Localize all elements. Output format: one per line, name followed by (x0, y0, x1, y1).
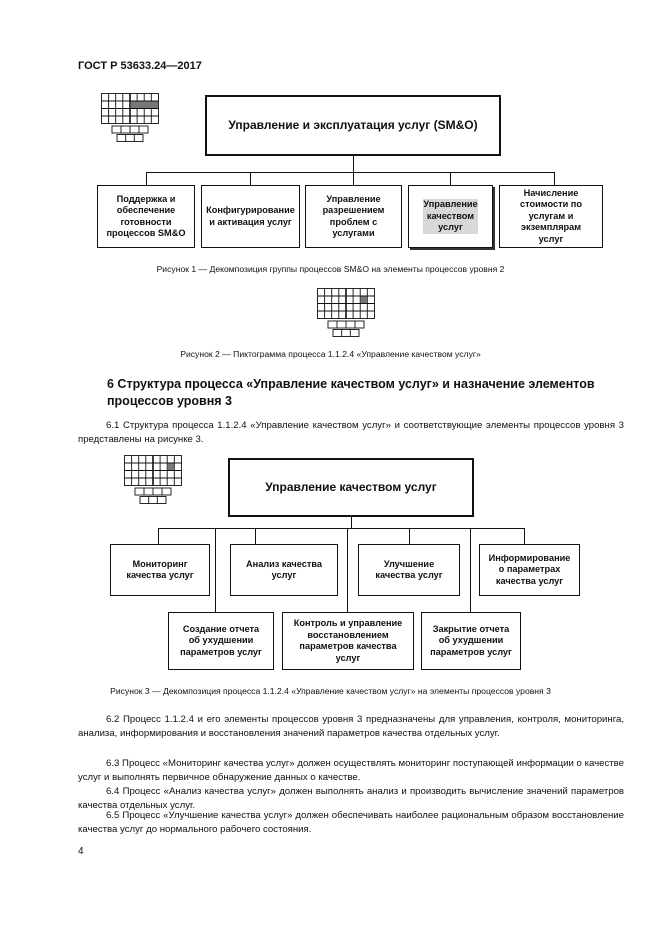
connector-line (554, 172, 555, 185)
connector-line (353, 156, 354, 172)
connector-line (146, 172, 147, 185)
paragraph-6-3: 6.3 Процесс «Мониторинг качества услуг» … (78, 757, 624, 786)
section-heading: 6 Структура процесса «Управление качеств… (107, 377, 595, 408)
connector-line (450, 172, 451, 185)
paragraph-text: 6.1 Структура процесса 1.1.2.4 «Управлен… (78, 420, 624, 446)
fig3-row1-box: Мониторинг качества услуг (110, 544, 210, 596)
paragraph-text: 6.3 Процесс «Мониторинг качества услуг» … (78, 758, 624, 784)
connector-line (353, 172, 354, 185)
fig1-child-box: Поддержка и обеспечение готовности проце… (97, 185, 195, 248)
paragraph-6-2: 6.2 Процесс 1.1.2.4 и его элементы проце… (78, 713, 624, 742)
fig3-row1-box: Анализ качества услуг (230, 544, 338, 596)
connector-line (215, 528, 216, 612)
fig3-row2-box: Закрытие отчета об ухудшении параметров … (421, 612, 521, 670)
connector-line (524, 528, 525, 544)
fig3-row1-box: Улучшение качества услуг (358, 544, 460, 596)
paragraph-text: 6.4 Процесс «Анализ качества услуг» долж… (78, 786, 624, 812)
fig3-row2-box: Контроль и управление восстановлением па… (282, 612, 414, 670)
fig1-child-label: Управление качеством услуг (423, 199, 478, 234)
connector-line (351, 517, 352, 528)
connector-line (158, 528, 159, 544)
process-pictogram-icon (124, 455, 182, 505)
paragraph-text: 6.2 Процесс 1.1.2.4 и его элементы проце… (78, 714, 624, 740)
page-number: 4 (78, 846, 84, 857)
fig1-child-box: Управление разрешением проблем с услугам… (305, 185, 402, 248)
process-pictogram-icon (101, 93, 159, 143)
fig1-top-box: Управление и эксплуатация услуг (SM&O) (205, 95, 501, 156)
figure1-caption: Рисунок 1 — Декомпозиция группы процессо… (156, 264, 505, 274)
paragraph-text: 6.5 Процесс «Улучшение качества услуг» д… (78, 810, 624, 836)
fig3-row2-box: Создание отчета об ухудшении параметров … (168, 612, 274, 670)
fig1-child-box-highlighted: Управление качеством услуг (408, 185, 493, 248)
process-pictogram-icon (317, 288, 375, 338)
paragraph-6-1: 6.1 Структура процесса 1.1.2.4 «Управлен… (78, 419, 624, 448)
connector-line (158, 528, 524, 529)
connector-line (470, 528, 471, 612)
fig3-row1-box: Информирование о параметрах качества усл… (479, 544, 580, 596)
connector-line (255, 528, 256, 544)
paragraph-6-4: 6.4 Процесс «Анализ качества услуг» долж… (78, 785, 624, 814)
fig1-child-box: Начисление стоимости по услугам и экземп… (499, 185, 603, 248)
connector-line (409, 528, 410, 544)
paragraph-6-5: 6.5 Процесс «Улучшение качества услуг» д… (78, 809, 624, 838)
figure3-caption: Рисунок 3 — Декомпозиция процесса 1.1.2.… (110, 686, 551, 696)
document-header: ГОСТ Р 53633.24—2017 (78, 60, 202, 72)
connector-line (347, 528, 348, 612)
connector-line (250, 172, 251, 185)
fig1-child-box: Конфигурирование и активация услуг (201, 185, 300, 248)
fig3-top-box: Управление качеством услуг (228, 458, 474, 517)
figure2-caption: Рисунок 2 — Пиктограмма процесса 1.1.2.4… (180, 349, 481, 359)
connector-line (146, 172, 554, 173)
